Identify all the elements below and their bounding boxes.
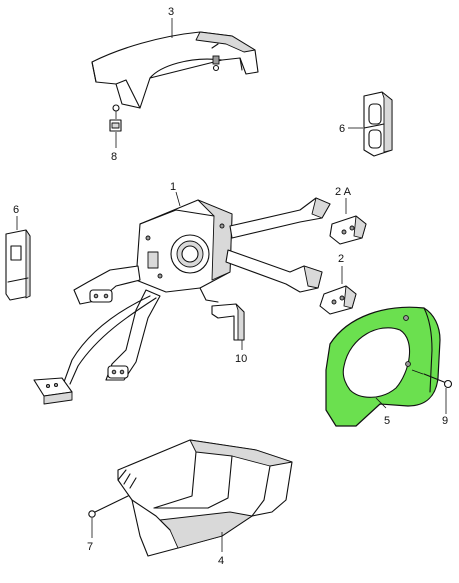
- label-part-6-right: 6: [339, 123, 345, 135]
- switch-knob-part-2[interactable]: [319, 285, 357, 315]
- switch-knob-part-2a[interactable]: [329, 215, 367, 245]
- switch-cover-left-part-6[interactable]: [5, 229, 31, 301]
- lower-cover-part-5[interactable]: [325, 306, 441, 427]
- label-part-9: 9: [442, 415, 448, 427]
- left-switch-arm-lower[interactable]: [105, 289, 161, 381]
- wiring-connector[interactable]: [33, 295, 157, 405]
- label-part-6-left: 6: [13, 204, 19, 216]
- turn-signal-stalk[interactable]: [225, 249, 323, 293]
- label-part-10: 10: [235, 353, 247, 365]
- upper-shroud-part-3[interactable]: [91, 31, 259, 109]
- label-part-1: 1: [170, 181, 176, 193]
- combination-switch-part-1[interactable]: [135, 199, 233, 303]
- label-part-2: 2: [338, 253, 344, 265]
- label-part-7: 7: [87, 541, 93, 553]
- label-part-3: 3: [168, 6, 174, 18]
- lower-shroud-part-4[interactable]: [117, 439, 293, 557]
- label-part-4: 4: [218, 555, 224, 567]
- left-switch-arm-upper[interactable]: [73, 265, 141, 305]
- label-part-2a: 2 A: [335, 186, 352, 198]
- wiper-stalk[interactable]: [229, 197, 331, 239]
- screw-part-9[interactable]: [423, 373, 453, 389]
- switch-cover-right-part-6[interactable]: [363, 91, 393, 157]
- label-part-8: 8: [111, 151, 117, 163]
- label-part-5: 5: [384, 415, 390, 427]
- clip-part-8[interactable]: [109, 104, 122, 132]
- bracket-part-10[interactable]: [211, 303, 245, 341]
- screw-part-7[interactable]: [88, 495, 129, 518]
